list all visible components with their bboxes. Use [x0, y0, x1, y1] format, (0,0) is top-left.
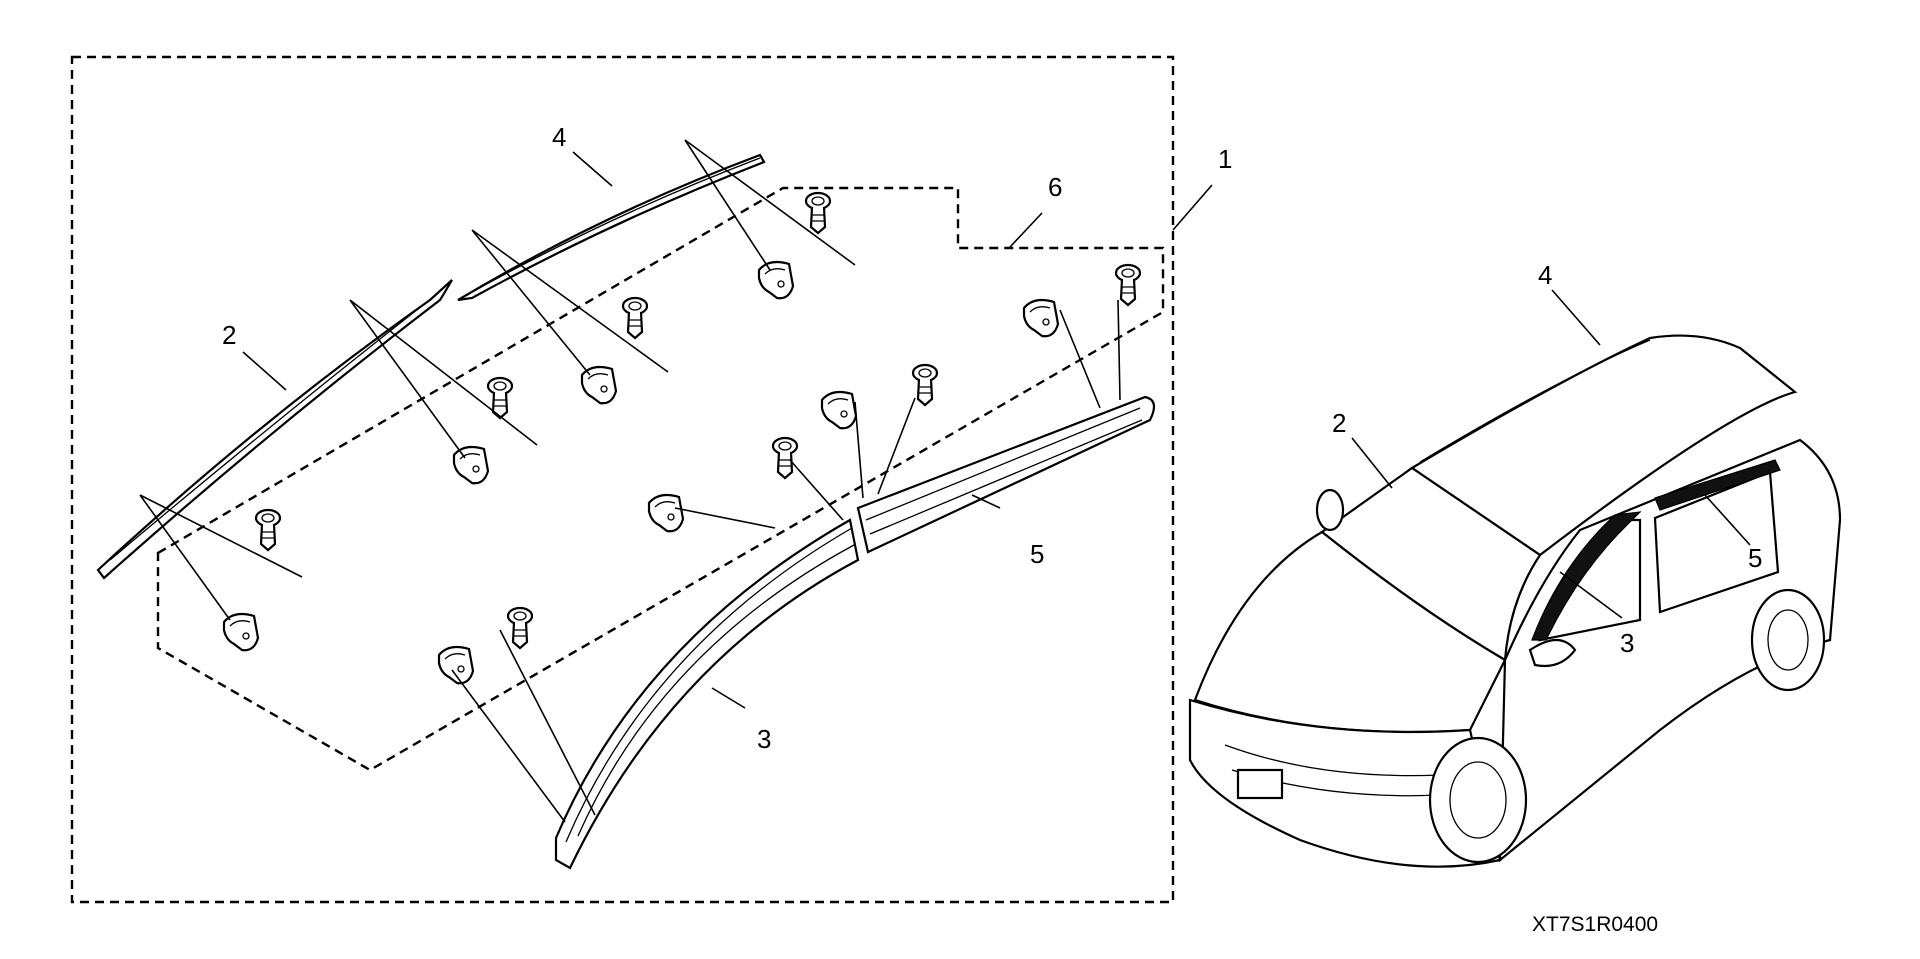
front-visor-trim-2: [96, 279, 453, 580]
hardware-kit-boundary: [156, 186, 1165, 772]
vehicle-callout-3: 3: [1620, 628, 1634, 658]
callout-2: 2: [222, 320, 236, 350]
vehicle-illustration: [1188, 334, 1842, 868]
fastener-icon: [621, 296, 649, 340]
fastener-icon: [506, 606, 534, 650]
clip-icon: [647, 493, 685, 533]
rear-visor-trim-4: [457, 153, 766, 302]
clip-icon: [452, 445, 490, 485]
vehicle-callout-2: 2: [1332, 408, 1346, 438]
fastener-icon: [1114, 263, 1142, 307]
clip-icon: [820, 390, 858, 430]
vehicle-callout-5: 5: [1748, 543, 1762, 573]
fastener-icon: [911, 363, 939, 407]
rear-door-visor-5: [856, 395, 1156, 554]
clip-icon: [437, 645, 475, 685]
attachment-lines: [139, 139, 1121, 823]
license-plate: [1236, 768, 1284, 800]
clip-icon: [757, 260, 795, 300]
callout-leaders: [242, 151, 1213, 709]
fastener-icon: [771, 436, 799, 480]
clip-icon: [1022, 298, 1060, 338]
front-door-visor-3: [554, 518, 860, 870]
vehicle-callout-leaders: [1351, 289, 1751, 619]
callout-1: 1: [1218, 144, 1232, 174]
vehicle-callout-4: 4: [1538, 260, 1552, 290]
callout-3: 3: [757, 724, 771, 754]
callout-5: 5: [1030, 539, 1044, 569]
reference-code: XT7S1R0400: [1532, 913, 1658, 936]
fastener-icon: [486, 376, 514, 420]
fastener-icon: [804, 191, 832, 235]
callout-6: 6: [1048, 172, 1062, 202]
callout-4: 4: [552, 122, 566, 152]
fastener-icon: [254, 508, 282, 552]
